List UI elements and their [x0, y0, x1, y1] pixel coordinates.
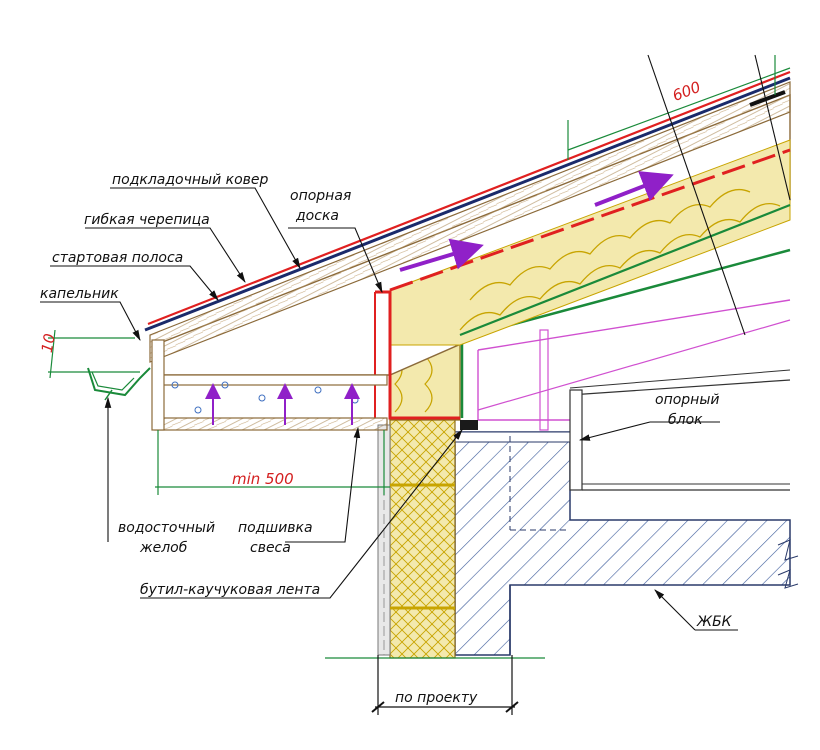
leader-lines — [40, 54, 791, 631]
dimension-ticks — [371, 701, 519, 713]
dim-overhang: min 500 — [232, 470, 294, 488]
label-support-block-line2: блок — [668, 412, 703, 428]
dim-wall: по проекту — [395, 690, 478, 706]
text-labels: подкладочный ковер гибкая черепица старт… — [38, 78, 733, 706]
gutter — [87, 367, 151, 401]
label-drip-edge: капельник — [40, 286, 119, 302]
label-support-board-line1: опорная — [290, 188, 351, 204]
butyl-tape-block — [460, 420, 478, 430]
airflow-arrows — [205, 171, 674, 425]
label-concrete: ЖБК — [696, 614, 733, 630]
label-support-board-line2: доска — [295, 208, 339, 224]
label-support-block-line1: опорный — [655, 392, 719, 408]
label-gutter-line1: водосточный — [118, 520, 215, 536]
label-soffit-line1: подшивка — [238, 520, 313, 536]
label-starter-strip: стартовая полоса — [52, 250, 183, 266]
dimension-lines — [48, 55, 791, 715]
concrete-structure — [454, 431, 799, 656]
support-board — [374, 290, 460, 420]
label-soffit-line2: свеса — [250, 540, 291, 556]
dim-drip-offset: 10 — [38, 332, 59, 354]
label-gutter-line2: желоб — [139, 540, 188, 556]
dim-rafter-spacing: 600 — [670, 78, 703, 105]
label-butyl-tape: бутил-каучуковая лента — [140, 582, 320, 598]
label-underlay-carpet: подкладочный ковер — [112, 172, 269, 188]
roof-layers — [144, 70, 791, 376]
label-flexible-tile: гибкая черепица — [84, 212, 210, 228]
